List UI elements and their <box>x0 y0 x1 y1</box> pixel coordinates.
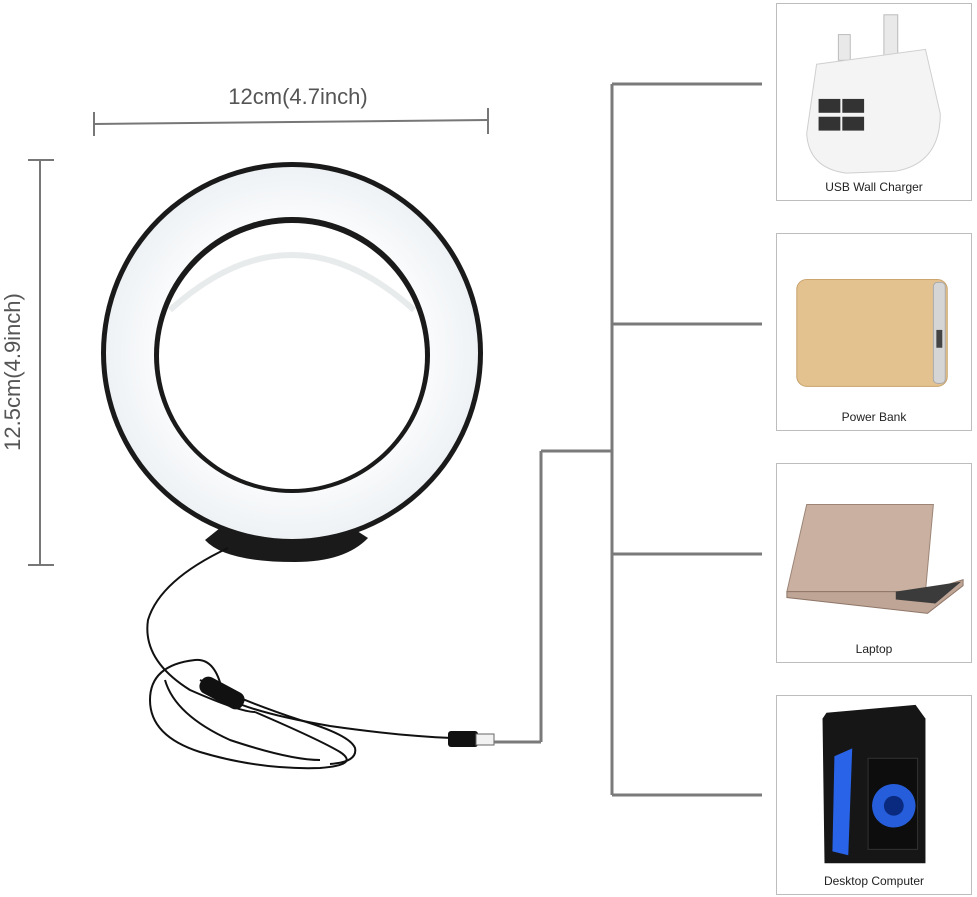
power-source-card-power-bank: Power Bank <box>776 233 972 431</box>
usb-plug <box>448 731 495 747</box>
power-source-card-laptop: Laptop <box>776 463 972 663</box>
connector-tree <box>494 82 762 797</box>
power-source-label: Laptop <box>855 642 893 656</box>
power-source-card-desktop-computer: Desktop Computer <box>776 695 972 895</box>
usb-cable <box>146 547 453 770</box>
usb-wall-charger-icon <box>806 14 941 174</box>
power-source-label: Power Bank <box>841 410 907 424</box>
power-bank-icon <box>796 278 948 387</box>
power-source-label: Desktop Computer <box>823 874 925 888</box>
width-label: 12cm(4.7inch) <box>228 84 367 109</box>
height-dimension-line <box>28 159 54 566</box>
desktop-computer-icon <box>822 704 926 864</box>
inline-switch <box>199 676 245 710</box>
ring-light <box>101 162 483 562</box>
laptop-icon <box>786 503 964 614</box>
power-source-card-usb-wall-charger: USB Wall Charger <box>776 3 972 201</box>
power-source-label: USB Wall Charger <box>825 180 923 194</box>
height-label: 12.5cm(4.9inch) <box>0 293 25 451</box>
width-dimension-line <box>93 108 489 136</box>
